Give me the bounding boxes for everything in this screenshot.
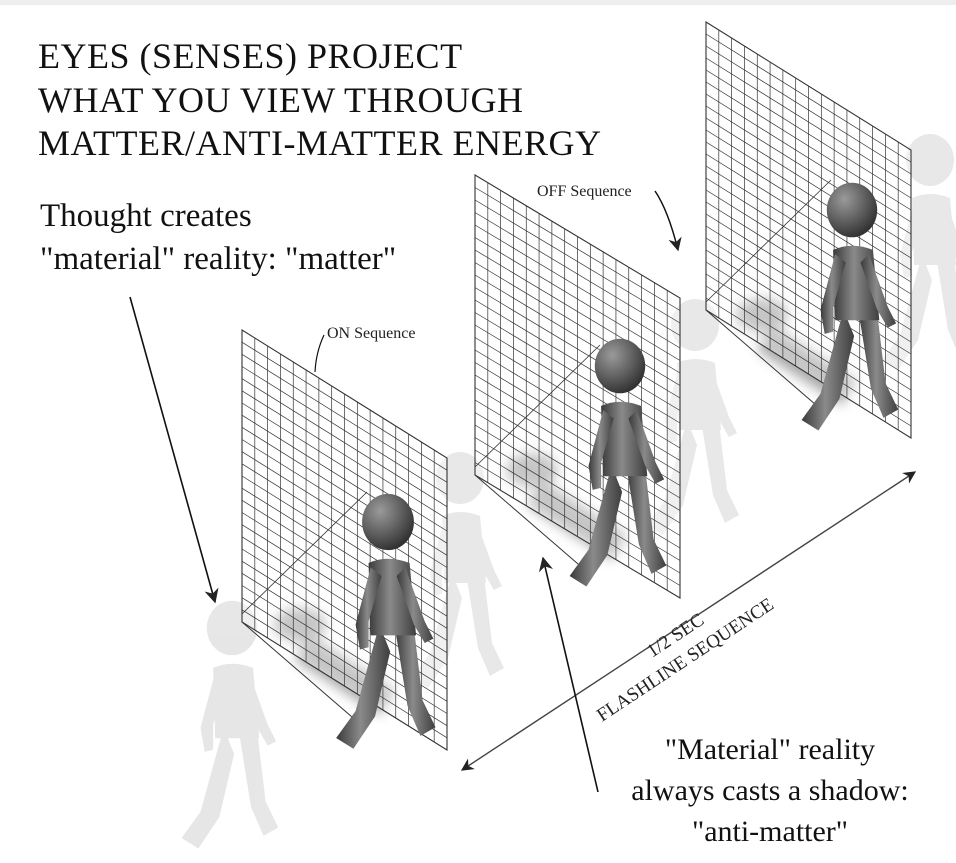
grid-panels [242,22,911,750]
off-sequence-label: OFF Sequence [537,183,632,200]
caption-line-2: always casts a shadow: [590,776,950,806]
on-sequence-pointer [315,335,324,372]
shadow-pointer-arrow [543,558,598,792]
on-sequence-label: ON Sequence [327,325,415,342]
caption-line-3: "anti-matter" [620,817,920,847]
off-sequence-pointer [655,191,678,250]
ghost-figure-1 [182,601,279,849]
timeline-name: FLASHLINE SEQUENCE [593,594,778,726]
caption-line-1: "Material" reality [620,735,920,765]
thought-pointer-arrow [130,297,215,602]
